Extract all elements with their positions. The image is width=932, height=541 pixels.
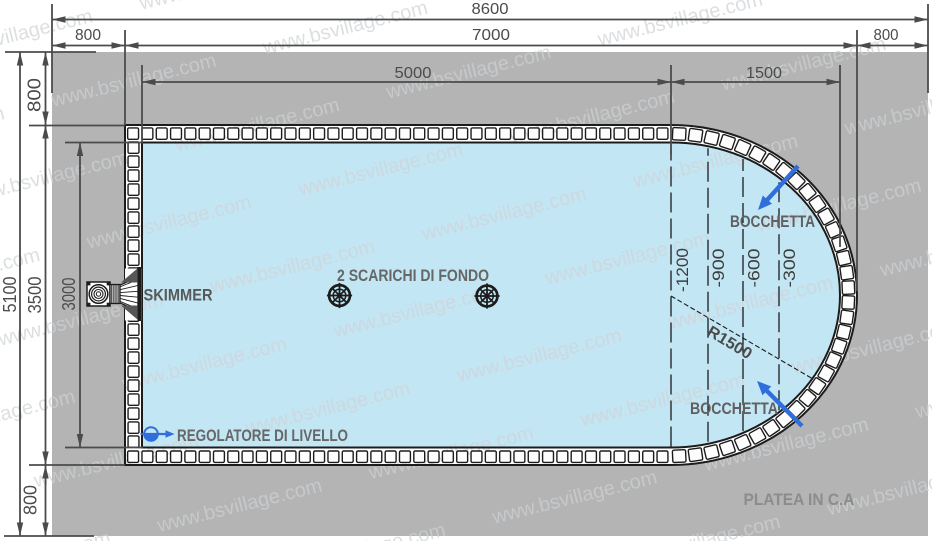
svg-text:800: 800 bbox=[21, 485, 41, 515]
svg-text:8600: 8600 bbox=[472, 1, 509, 18]
svg-text:BOCCHETTA: BOCCHETTA bbox=[730, 213, 815, 231]
svg-text:-900: -900 bbox=[709, 249, 728, 288]
svg-text:3000: 3000 bbox=[59, 278, 79, 311]
svg-text:PLATEA IN C.A: PLATEA IN C.A bbox=[744, 490, 855, 509]
svg-text:-300: -300 bbox=[780, 249, 799, 288]
svg-text:BOCCHETTA: BOCCHETTA bbox=[690, 400, 778, 418]
svg-text:800: 800 bbox=[25, 78, 45, 112]
svg-text:www.bsvillage.com: www.bsvillage.com bbox=[930, 0, 932, 43]
svg-text:1500: 1500 bbox=[746, 65, 782, 82]
svg-text:3500: 3500 bbox=[25, 277, 45, 314]
svg-text:7000: 7000 bbox=[472, 27, 510, 44]
svg-text:-1200: -1200 bbox=[673, 248, 692, 292]
svg-text:-600: -600 bbox=[745, 249, 764, 288]
svg-text:REGOLATORE DI LIVELLO: REGOLATORE DI LIVELLO bbox=[177, 427, 348, 445]
svg-text:800: 800 bbox=[75, 27, 101, 44]
svg-text:5000: 5000 bbox=[395, 65, 432, 82]
svg-text:2 SCARICHI DI FONDO: 2 SCARICHI DI FONDO bbox=[337, 267, 489, 285]
svg-text:5100: 5100 bbox=[0, 277, 20, 313]
svg-text:SKIMMER: SKIMMER bbox=[144, 287, 213, 305]
svg-text:800: 800 bbox=[874, 27, 899, 44]
